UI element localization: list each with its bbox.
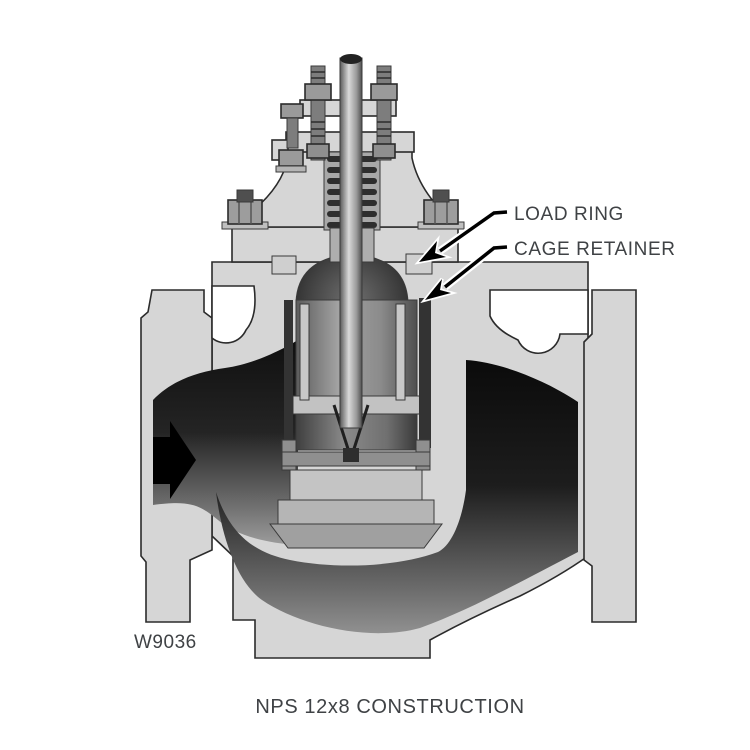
cage-retainer-left <box>284 300 293 446</box>
side-bolt-head-2 <box>278 149 304 167</box>
outlet-flange <box>583 289 637 623</box>
load-ring-left <box>271 255 297 275</box>
inlet-passage <box>153 340 298 545</box>
figure-caption: NPS 12x8 CONSTRUCTION <box>255 696 524 718</box>
cage-retainer <box>419 298 431 448</box>
side-bolt-head <box>280 103 304 119</box>
stud-nut <box>304 83 332 101</box>
right-bolt-notch <box>489 289 589 354</box>
cage-guide-rib-left <box>299 303 310 401</box>
flow-direction-arrow <box>153 421 196 499</box>
cage-guide-rib-right <box>395 303 406 401</box>
pilot-plug-tip <box>343 448 359 462</box>
seat-ring <box>289 469 423 501</box>
stud-nut-lower <box>372 143 396 159</box>
figure-text: LOAD RING CAGE RETAINER W9036 NPS 12x8 C… <box>134 204 676 718</box>
bonnet-nut-left <box>221 189 269 230</box>
stud-stub <box>236 189 254 203</box>
photo-code-label: W9036 <box>134 632 197 653</box>
outlet-passage <box>216 360 578 634</box>
stud-nut-lower <box>306 143 330 159</box>
stud-stub <box>432 189 450 203</box>
bonnet-nuts <box>221 189 465 230</box>
side-bolt-washer <box>275 165 307 173</box>
packing-stud-right <box>370 65 398 161</box>
flange-bolt-notches <box>211 285 589 354</box>
packing-studs <box>304 65 398 161</box>
side-bolt-shank <box>286 117 299 149</box>
cage-retainer-leader <box>443 245 508 289</box>
stem-top <box>340 54 362 64</box>
stud-nut <box>370 83 398 101</box>
valve-stem <box>339 57 363 429</box>
packing-stud-left <box>304 65 332 161</box>
load-ring-label: LOAD RING <box>514 204 624 225</box>
seat-skirt <box>269 523 443 549</box>
bonnet-nut-right <box>417 189 465 230</box>
side-bolts <box>275 103 307 173</box>
left-bolt-notch <box>211 285 256 344</box>
seat-ring-flange <box>277 499 435 525</box>
load-ring-leader <box>438 210 508 253</box>
cage-retainer-label: CAGE RETAINER <box>514 239 676 260</box>
callout-leaders <box>414 208 508 304</box>
